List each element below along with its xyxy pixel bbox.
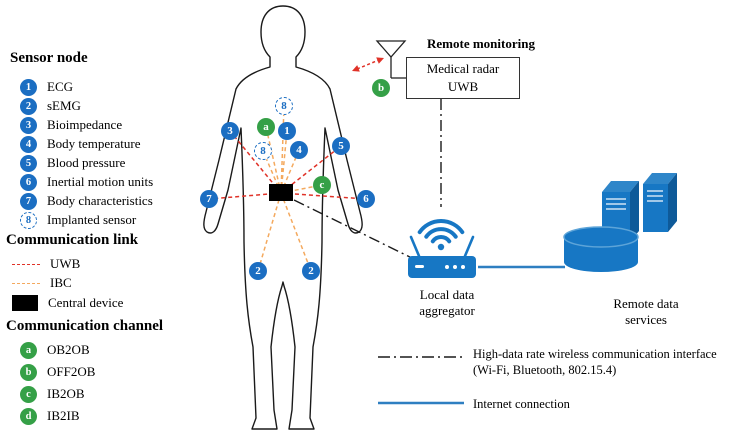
sensor-1-label: ECG	[47, 79, 73, 94]
wireless-key-line1: High-data rate wireless communication in…	[473, 347, 717, 361]
uwb-dashed-line-sample	[12, 263, 40, 265]
remote-monitoring-title: Remote monitoring	[427, 36, 535, 51]
channel-c-badge: c	[20, 385, 37, 403]
sensor-8-label: Implanted sensor	[47, 212, 137, 227]
legend-row-implanted-sensor: 8 Implanted sensor	[20, 211, 136, 229]
legend-row-ibc: IBC	[12, 274, 72, 292]
legend-row-ib2ob: c IB2OB	[20, 385, 85, 403]
medical-radar-line2: UWB	[447, 79, 479, 94]
uwb-links	[208, 130, 367, 200]
sensor-2-badge: 2	[20, 97, 37, 115]
legend-row-blood-pressure: 5 Blood pressure	[20, 154, 125, 172]
sensor-5-badge: 5	[20, 154, 37, 172]
medical-radar-box: Medical radar UWB	[406, 57, 520, 99]
sensor-7-badge: 7	[20, 192, 37, 210]
body-node-6: 6	[357, 190, 375, 208]
wireless-key-text: High-data rate wireless communication in…	[473, 346, 717, 379]
central-device	[269, 184, 293, 201]
central-device-sample	[12, 295, 38, 311]
body-path	[203, 5, 363, 430]
legend-row-body-temperature: 4 Body temperature	[20, 135, 141, 153]
legend-row-ob2ob: a OB2OB	[20, 341, 90, 359]
sensor-6-label: Inertial motion units	[47, 174, 154, 189]
sensor-8-badge: 8	[20, 211, 37, 229]
body-node-3: 3	[221, 122, 239, 140]
legend-row-semg: 2 sEMG	[20, 97, 81, 115]
remote-services-label: Remote data services	[613, 296, 679, 328]
ibc-dashed-line-sample	[12, 282, 40, 284]
local-aggregator-label: Local data aggregator	[419, 287, 475, 319]
database-cylinder-icon	[563, 226, 639, 272]
antenna-icon	[375, 40, 407, 79]
router-icon	[408, 235, 476, 278]
legend-row-bioimpedance: 3 Bioimpedance	[20, 116, 122, 134]
channel-a-label: OB2OB	[47, 342, 90, 357]
human-body-outline	[203, 5, 363, 430]
channel-a-badge: a	[20, 341, 37, 359]
sensor-2-label: sEMG	[47, 98, 81, 113]
body-node-8-lower: 8	[254, 142, 272, 160]
uwb-link-lines	[208, 130, 367, 200]
ibc-label: IBC	[50, 275, 72, 290]
channel-c-label: IB2OB	[47, 386, 85, 401]
sensor-5-label: Blood pressure	[47, 155, 126, 170]
body-node-8-upper: 8	[275, 97, 293, 115]
sensor-node-title: Sensor node	[10, 50, 88, 66]
ibc-link-lines	[257, 105, 323, 272]
medical-radar-line1: Medical radar	[426, 61, 500, 77]
body-node-7: 7	[200, 190, 218, 208]
body-node-b: b	[372, 79, 390, 97]
sensor-1-badge: 1	[20, 78, 37, 96]
sensor-4-label: Body temperature	[47, 136, 141, 151]
legend-row-ecg: 1 ECG	[20, 78, 73, 96]
body-node-2-left: 2	[249, 262, 267, 280]
legend-row-inertial-motion: 6 Inertial motion units	[20, 173, 153, 191]
internet-key-text: Internet connection	[473, 397, 570, 411]
communication-link-title: Communication link	[6, 232, 139, 248]
body-node-a: a	[257, 118, 275, 136]
body-to-aggregator-line	[293, 199, 417, 261]
sensor-3-label: Bioimpedance	[47, 117, 123, 132]
legend-row-body-characteristics: 7 Body characteristics	[20, 192, 153, 210]
uwb-label: UWB	[50, 256, 81, 271]
ibc-links	[257, 105, 323, 272]
wireless-interface-lines	[293, 99, 442, 261]
body-node-2-right: 2	[302, 262, 320, 280]
legend-row-ib2ib: d IB2IB	[20, 407, 80, 425]
body-node-4: 4	[290, 141, 308, 159]
legend-row-uwb: UWB	[12, 255, 80, 273]
sensor-6-badge: 6	[20, 173, 37, 191]
legend-row-central-device: Central device	[12, 294, 123, 312]
sensor-4-badge: 4	[20, 135, 37, 153]
legend-row-off2ob: b OFF2OB	[20, 363, 95, 381]
wireless-key-line2: (Wi-Fi, Bluetooth, 802.15.4)	[473, 363, 617, 378]
sensor-7-label: Body characteristics	[47, 193, 153, 208]
server-towers-icon	[602, 173, 677, 242]
channel-b-badge: b	[20, 363, 37, 381]
body-node-5: 5	[332, 137, 350, 155]
communication-channel-title: Communication channel	[6, 318, 164, 334]
channel-d-label: IB2IB	[47, 408, 80, 423]
central-device-label: Central device	[48, 295, 124, 310]
bottom-key-lines	[378, 356, 464, 405]
body-node-c: c	[313, 176, 331, 194]
body-node-1: 1	[278, 122, 296, 140]
sensor-3-badge: 3	[20, 116, 37, 134]
channel-d-badge: d	[20, 407, 37, 425]
wifi-icon	[417, 219, 465, 251]
channel-b-label: OFF2OB	[47, 364, 96, 379]
uwb-offbody-arrow	[352, 57, 384, 72]
